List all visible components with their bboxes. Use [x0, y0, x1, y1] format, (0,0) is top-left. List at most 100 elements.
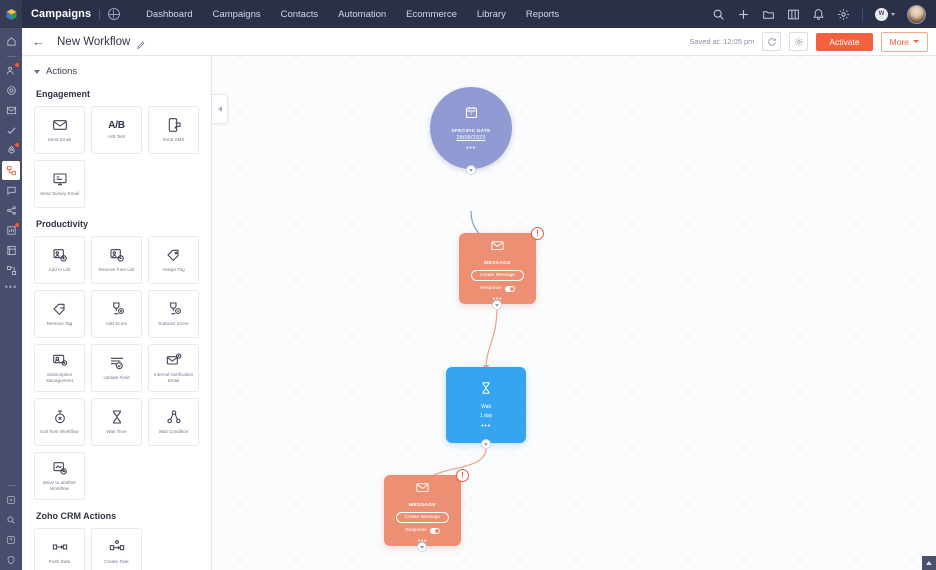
plus-icon[interactable]	[737, 8, 750, 21]
message-node-menu-icon[interactable]: •••	[492, 295, 503, 303]
nav-link-contacts[interactable]: Contacts	[280, 8, 319, 20]
message-node-body[interactable]: ! MESSAGE Create Message Response •••	[459, 227, 544, 304]
zoho-logo[interactable]	[0, 0, 22, 28]
rail-item-search[interactable]	[2, 510, 20, 529]
rail-item-share[interactable]	[2, 201, 20, 220]
warning-badge[interactable]: !	[456, 469, 469, 482]
tile-send-survey-email[interactable]: Send Survey Email	[34, 160, 85, 208]
panel-collapse-handle[interactable]	[212, 94, 228, 124]
rail-item-rocket[interactable]	[2, 141, 20, 160]
rail-item-contacts[interactable]	[2, 61, 20, 80]
add-step-handle[interactable]	[481, 439, 491, 449]
refresh-icon[interactable]	[762, 32, 782, 51]
tile-move-to-another-workflow[interactable]: Move to another Workflow	[34, 452, 85, 500]
response-toggle-row[interactable]: Response	[405, 527, 440, 534]
node-message-2[interactable]: ! MESSAGE Create Message Response •••	[384, 469, 469, 552]
wait-node-menu-icon[interactable]: •••	[481, 422, 491, 430]
search-icon[interactable]	[712, 8, 725, 21]
gear-icon[interactable]	[837, 8, 850, 21]
back-arrow-icon[interactable]: ←	[32, 34, 45, 49]
rail-item-help[interactable]	[2, 530, 20, 549]
add-step-handle[interactable]	[417, 542, 427, 552]
tile-ab-test[interactable]: A/B A/B Test	[91, 106, 142, 154]
tile-update-field[interactable]: Update Field	[91, 344, 142, 392]
response-toggle-row[interactable]: Response	[480, 285, 515, 292]
rail-item-home[interactable]	[2, 32, 20, 51]
activate-button[interactable]: Activate	[816, 32, 873, 51]
tile-subscription-management[interactable]: Subscription Management	[34, 344, 85, 392]
response-toggle[interactable]	[429, 527, 440, 534]
nav-link-dashboard[interactable]: Dashboard	[146, 8, 193, 20]
node-trigger-specific-date[interactable]: 7 SPECIFIC DATE 28/08/2023 •••	[430, 87, 512, 175]
tile-add-to-list[interactable]: Add to List	[34, 236, 85, 284]
nav-link-library[interactable]: Library	[476, 8, 506, 20]
tile-create-task[interactable]: Create Task	[91, 528, 142, 570]
tile-push-data[interactable]: Push Data	[34, 528, 85, 570]
workflow-settings-gear-icon[interactable]	[789, 32, 809, 51]
rail-item-chat[interactable]	[2, 181, 20, 200]
tile-label: Move to another Workflow	[42, 479, 77, 491]
brand-name[interactable]: Campaigns	[31, 8, 92, 20]
nav-link-campaigns[interactable]: Campaigns	[212, 8, 261, 20]
add-step-handle[interactable]	[492, 300, 502, 310]
rail-item-integration[interactable]	[2, 261, 20, 280]
subtract-score-icon	[165, 301, 182, 318]
notification-dot	[15, 223, 19, 227]
response-toggle[interactable]	[504, 285, 515, 292]
rail-item-feedback[interactable]	[2, 490, 20, 509]
rail-item-automation[interactable]	[2, 161, 20, 180]
scroll-to-top-button[interactable]	[922, 556, 936, 570]
trigger-node-menu-icon[interactable]: •••	[466, 145, 476, 153]
pencil-icon[interactable]	[136, 37, 146, 49]
tile-wait-condition[interactable]: Wait Condition	[148, 398, 199, 446]
tile-label: Add Score	[105, 320, 128, 326]
rail-item-library[interactable]	[2, 241, 20, 260]
add-step-handle[interactable]	[466, 165, 476, 175]
rail-item-check[interactable]	[2, 121, 20, 140]
trigger-node-body[interactable]: 7 SPECIFIC DATE 28/08/2023 •••	[430, 87, 512, 169]
tile-add-score[interactable]: Add Score	[91, 290, 142, 338]
tile-label: Exit from Workflow	[40, 428, 79, 434]
push-data-icon	[51, 539, 68, 556]
tile-wait-time[interactable]: Wait Time	[91, 398, 142, 446]
nav-link-automation[interactable]: Automation	[338, 8, 387, 20]
bell-icon[interactable]	[812, 8, 825, 21]
workflow-header-actions: Saved at: 12:05 pm Activate More	[689, 31, 928, 52]
nav-link-reports[interactable]: Reports	[525, 8, 560, 20]
rail-item-target[interactable]	[2, 81, 20, 100]
warning-badge[interactable]: !	[531, 227, 544, 240]
user-org-chip[interactable]: W	[875, 7, 895, 21]
rail-item-reports[interactable]	[2, 221, 20, 240]
tile-subtract-score[interactable]: Subtract Score	[148, 290, 199, 338]
avatar[interactable]	[907, 4, 926, 24]
more-button[interactable]: More	[880, 31, 928, 52]
create-message-button[interactable]: Create Message	[470, 269, 525, 281]
workflow-canvas[interactable]: 7 SPECIFIC DATE 28/08/2023 ••• ! M	[212, 56, 936, 570]
tile-label: Send Email	[47, 136, 72, 142]
group-title-zoho-crm-actions: Zoho CRM Actions	[36, 511, 117, 521]
rail-item-campaign[interactable]	[2, 101, 20, 120]
node-message-1[interactable]: ! MESSAGE Create Message Response •••	[459, 227, 544, 310]
wait-node-value[interactable]: 1 day	[479, 412, 493, 419]
tile-send-sms[interactable]: Send SMS	[148, 106, 199, 154]
tile-exit-from-workflow[interactable]: Exit from Workflow	[34, 398, 85, 446]
tile-send-email[interactable]: Send Email	[34, 106, 85, 154]
apps-grid-icon[interactable]	[787, 8, 800, 21]
response-label: Response	[480, 286, 502, 291]
globe-icon[interactable]	[108, 8, 121, 20]
create-message-button[interactable]: Create Message	[395, 511, 450, 523]
tile-assign-tag[interactable]: Assign Tag	[148, 236, 199, 284]
nav-link-ecommerce[interactable]: Ecommerce	[406, 8, 457, 20]
trigger-node-date[interactable]: 28/08/2023	[456, 135, 486, 142]
actions-accordion-header[interactable]: Actions	[34, 66, 199, 77]
folder-icon[interactable]	[762, 8, 775, 21]
rail-item-shield[interactable]	[2, 550, 20, 569]
tile-internal-notification-email[interactable]: Internal Notification Email	[148, 344, 199, 392]
tile-remove-tag[interactable]: Remove Tag	[34, 290, 85, 338]
wait-node-body[interactable]: Wait 1 day •••	[446, 367, 526, 443]
rail-more-icon[interactable]: •••	[4, 282, 18, 292]
tile-remove-from-list[interactable]: Remove from List	[91, 236, 142, 284]
message-node-menu-icon[interactable]: •••	[417, 537, 428, 545]
node-wait[interactable]: Wait 1 day •••	[446, 367, 526, 449]
message-node-body[interactable]: ! MESSAGE Create Message Response •••	[384, 469, 469, 546]
